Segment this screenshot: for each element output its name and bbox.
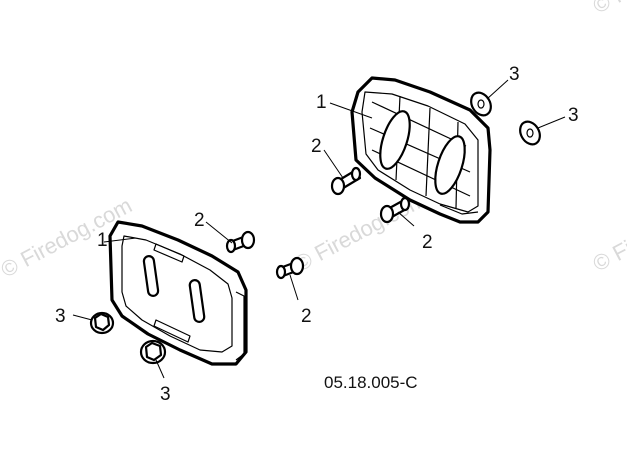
watermark-top-right: © Firedog.com — [589, 0, 627, 18]
watermark-right: © Firedog.com — [589, 186, 627, 276]
callout-part-3-a: 3 — [509, 64, 520, 85]
callout-part-2-d: 2 — [422, 232, 433, 253]
nut-lower-2 — [139, 339, 167, 365]
rivet-lower-1 — [225, 230, 256, 254]
nut-lower-1 — [89, 311, 115, 335]
callout-part-2-c: 2 — [301, 306, 312, 327]
callouts: 1 1 2 2 2 2 3 3 3 3 — [55, 64, 579, 405]
leader-lines — [72, 79, 566, 379]
rivet-upper-1 — [330, 166, 362, 196]
callout-part-1-upper: 1 — [316, 92, 327, 113]
rivet-lower-2 — [275, 256, 305, 280]
pad-upper-right — [350, 76, 492, 224]
callout-part-3-d: 3 — [160, 384, 171, 405]
callout-part-2-a: 2 — [311, 136, 322, 157]
washer-upper-2 — [519, 120, 541, 146]
pad-lower-left — [108, 220, 248, 366]
callout-part-3-b: 3 — [568, 105, 579, 126]
drawing-code: 05.18.005-C — [324, 373, 418, 392]
washer-upper-1 — [470, 91, 492, 117]
rivet-upper-2 — [379, 196, 411, 224]
callout-part-1-lower: 1 — [97, 230, 108, 251]
callout-part-2-b: 2 — [194, 210, 205, 231]
callout-part-3-c: 3 — [55, 306, 66, 327]
